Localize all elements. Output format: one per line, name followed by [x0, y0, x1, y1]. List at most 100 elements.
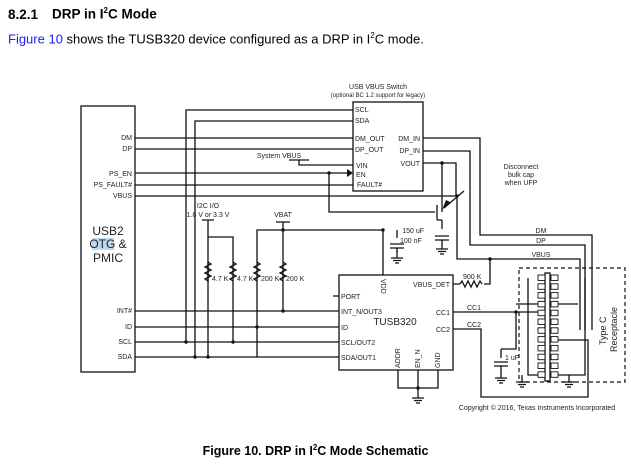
- connector-pin: [550, 318, 559, 325]
- svg-text:PS_EN: PS_EN: [109, 171, 132, 178]
- svg-text:DP: DP: [536, 238, 546, 245]
- svg-text:DM_OUT: DM_OUT: [355, 136, 385, 143]
- svg-text:bulk cap: bulk cap: [508, 172, 534, 179]
- svg-text:DM: DM: [121, 135, 132, 142]
- disconnect-note: Disconnect bulk cap when UFP: [504, 164, 539, 187]
- system-vbus-label: System VBUS: [257, 153, 302, 160]
- en-arrow-icon: [347, 169, 353, 177]
- connector-pin: [550, 327, 559, 334]
- svg-text:EN: EN: [356, 172, 366, 179]
- svg-text:(optional BC 1.2 support for l: (optional BC 1.2 support for legacy): [331, 93, 425, 99]
- connector-pin: [537, 274, 546, 281]
- host-label: USB2: [92, 224, 124, 238]
- svg-text:900 K: 900 K: [463, 274, 482, 281]
- svg-text:CC2: CC2: [467, 322, 481, 329]
- svg-text:DM_IN: DM_IN: [398, 136, 420, 143]
- svg-text:VBUS_DET: VBUS_DET: [413, 282, 451, 289]
- connector-pin: [550, 362, 559, 369]
- text-selection: [92, 238, 114, 250]
- svg-text:VIN: VIN: [356, 163, 368, 170]
- connector-pin: [537, 344, 546, 352]
- svg-text:200 K: 200 K: [261, 276, 280, 283]
- svg-text:PS_FAULT#: PS_FAULT#: [94, 182, 132, 189]
- connector-pin: [537, 362, 546, 369]
- svg-text:VBUS: VBUS: [113, 193, 132, 200]
- connector-pin: [550, 300, 559, 308]
- svg-text:Receptacle: Receptacle: [609, 307, 619, 352]
- svg-text:Type C: Type C: [598, 316, 608, 345]
- svg-text:DP_OUT: DP_OUT: [355, 147, 384, 154]
- svg-text:PMIC: PMIC: [93, 251, 123, 265]
- svg-text:GND: GND: [435, 352, 442, 368]
- vbus-switch-box: [352, 101, 424, 192]
- svg-text:SCL: SCL: [118, 339, 132, 346]
- capacitor-icons: [390, 235, 508, 367]
- wires: [135, 109, 593, 398]
- svg-text:ID: ID: [341, 325, 348, 332]
- svg-text:TUSB320: TUSB320: [373, 317, 417, 328]
- svg-text:INT_N/OUT3: INT_N/OUT3: [341, 309, 382, 316]
- svg-text:SDA/OUT1: SDA/OUT1: [341, 355, 376, 362]
- svg-text:1.8 V or 3.3 V: 1.8 V or 3.3 V: [187, 212, 230, 219]
- svg-text:SDA: SDA: [118, 354, 133, 361]
- svg-text:USB VBUS Switch: USB VBUS Switch: [349, 84, 407, 91]
- switch-pins: SCL SDA DM_OUT DP_OUT VIN EN FAULT# DM_I…: [355, 107, 421, 189]
- connector-pin: [537, 371, 546, 378]
- callout-arrow: [443, 190, 465, 209]
- connector-pin: [537, 309, 546, 317]
- svg-text:100 nF: 100 nF: [400, 238, 422, 245]
- connector-label: Type C Receptacle: [598, 307, 619, 352]
- svg-text:VDD: VDD: [379, 279, 386, 294]
- connector-pins: [537, 274, 559, 378]
- svg-text:ID: ID: [125, 324, 132, 331]
- svg-text:CC1: CC1: [467, 305, 481, 312]
- svg-text:VOUT: VOUT: [401, 161, 421, 168]
- svg-text:DP_IN: DP_IN: [399, 148, 420, 155]
- svg-text:SCL/OUT2: SCL/OUT2: [341, 340, 375, 347]
- svg-text:1 uF: 1 uF: [505, 355, 519, 362]
- i2c-io-label: I2C I/O 1.8 V or 3.3 V: [187, 203, 230, 219]
- svg-text:PORT: PORT: [341, 294, 361, 301]
- svg-text:Disconnect: Disconnect: [504, 164, 539, 171]
- svg-text:INT#: INT#: [117, 308, 132, 315]
- connector-pin: [537, 327, 546, 334]
- net-labels: DM DP VBUS CC1 CC2: [467, 228, 551, 329]
- svg-text:150 uF: 150 uF: [402, 228, 424, 235]
- svg-text:VBUS: VBUS: [531, 252, 550, 259]
- connector-pin: [537, 336, 546, 343]
- svg-text:CC1: CC1: [436, 310, 450, 317]
- figure-caption: Figure 10. DRP in I2C Mode Schematic: [202, 443, 429, 459]
- connector-pin: [550, 274, 559, 281]
- resistor-labels: 4.7 K 4.7 K 200 K 200 K 900 K: [212, 274, 482, 283]
- figure-link[interactable]: Figure 10: [8, 31, 63, 47]
- resistor-icons: [203, 261, 483, 289]
- connector-pin: [550, 283, 559, 290]
- svg-text:DM: DM: [536, 228, 547, 235]
- copyright: Copyright © 2016, Texas Instruments Inco…: [459, 404, 615, 412]
- connector-pin: [550, 292, 559, 299]
- svg-text:ADDR: ADDR: [395, 348, 402, 368]
- svg-text:FAULT#: FAULT#: [357, 182, 382, 189]
- svg-text:SCL: SCL: [355, 107, 369, 114]
- svg-text:CC2: CC2: [436, 327, 450, 334]
- svg-text:4.7 K: 4.7 K: [237, 276, 254, 283]
- connector-pin: [550, 309, 559, 317]
- svg-text:SDA: SDA: [355, 118, 370, 125]
- tusb320-box: [338, 274, 454, 371]
- vbat-label: VBAT: [274, 212, 292, 219]
- connector-pin: [537, 283, 546, 290]
- svg-text:I2C I/O: I2C I/O: [197, 203, 220, 210]
- svg-text:when UFP: when UFP: [504, 180, 538, 187]
- connector-pin: [550, 353, 559, 361]
- connector-pin: [537, 300, 546, 308]
- connector-pin: [537, 292, 546, 299]
- type-c-receptacle: [518, 267, 626, 383]
- connector-pin: [550, 371, 559, 378]
- connector-pin: [537, 318, 546, 325]
- junctions: [184, 161, 518, 390]
- svg-text:EN_N: EN_N: [415, 349, 422, 368]
- host-pins: DM DP PS_EN PS_FAULT# VBUS INT# ID SCL S…: [94, 135, 133, 361]
- tusb-pins: PORT INT_N/OUT3 ID SCL/OUT2 SDA/OUT1 VBU…: [341, 282, 451, 368]
